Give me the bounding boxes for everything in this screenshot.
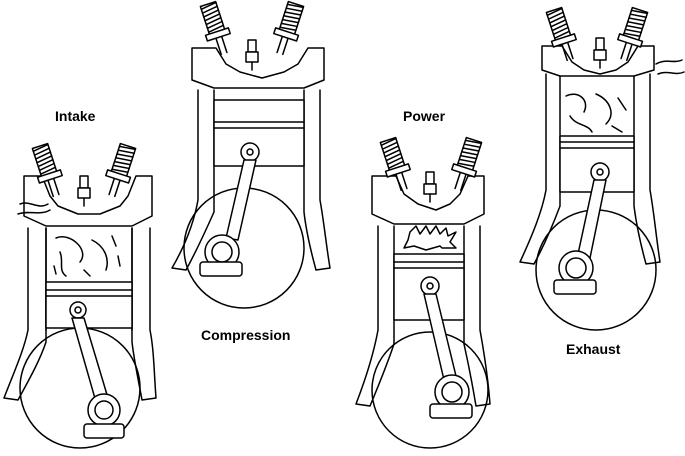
label-power: Power: [403, 108, 446, 124]
label-compression: Compression: [201, 327, 291, 343]
crank-disk: [371, 331, 489, 449]
piston: [213, 99, 305, 167]
label-intake: Intake: [55, 108, 96, 124]
engine-compression: [171, 0, 331, 309]
piston: [45, 281, 133, 329]
label-exhaust: Exhaust: [566, 341, 621, 357]
engine-intake: [3, 141, 157, 449]
engine-exhaust: [519, 5, 685, 331]
engine-power: [355, 135, 491, 449]
connecting-rod: [225, 159, 257, 241]
